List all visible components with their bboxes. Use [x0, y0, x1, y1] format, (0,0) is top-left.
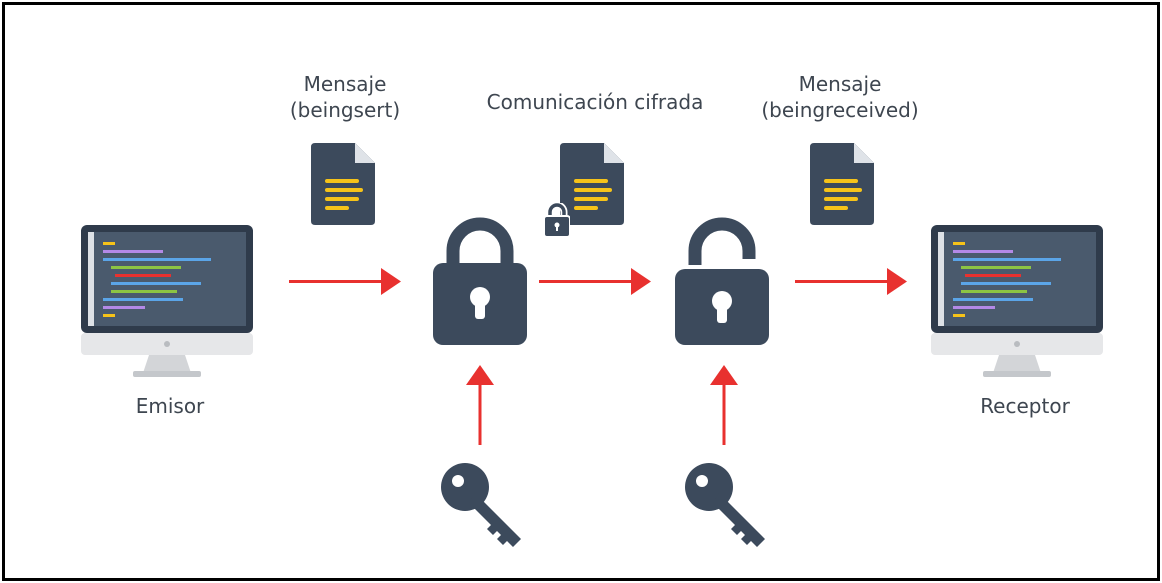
- arrow-icon: [539, 267, 651, 297]
- padlock-open-icon: [675, 217, 785, 345]
- key-icon: [441, 463, 525, 549]
- document-icon: [311, 143, 375, 225]
- label-receiver: Receptor: [960, 393, 1090, 419]
- label-encrypted-communication: Comunicación cifrada: [475, 89, 715, 115]
- document-icon: [810, 143, 874, 225]
- arrow-icon: [709, 365, 739, 445]
- small-padlock-icon: [544, 203, 570, 237]
- key-icon: [685, 463, 769, 549]
- label-message-received-line2: (beingreceived): [761, 98, 919, 122]
- label-message-received: Mensaje (beingreceived): [745, 71, 935, 123]
- label-message-sent: Mensaje (beingsert): [275, 71, 415, 123]
- document-icon: [560, 143, 624, 225]
- arrow-icon: [465, 365, 495, 445]
- label-message-sent-line2: (beingsert): [289, 98, 401, 122]
- label-message-sent-line1: Mensaje: [303, 72, 387, 96]
- padlock-closed-icon: [433, 217, 527, 345]
- arrow-icon: [795, 267, 907, 297]
- label-sender: Emisor: [115, 393, 225, 419]
- monitor-icon: [81, 225, 253, 377]
- label-receiver-text: Receptor: [980, 394, 1070, 418]
- label-message-received-line1: Mensaje: [798, 72, 882, 96]
- monitor-icon: [931, 225, 1103, 377]
- label-sender-text: Emisor: [135, 394, 205, 418]
- arrow-icon: [289, 267, 401, 297]
- label-encrypted-communication-text: Comunicación cifrada: [486, 90, 704, 114]
